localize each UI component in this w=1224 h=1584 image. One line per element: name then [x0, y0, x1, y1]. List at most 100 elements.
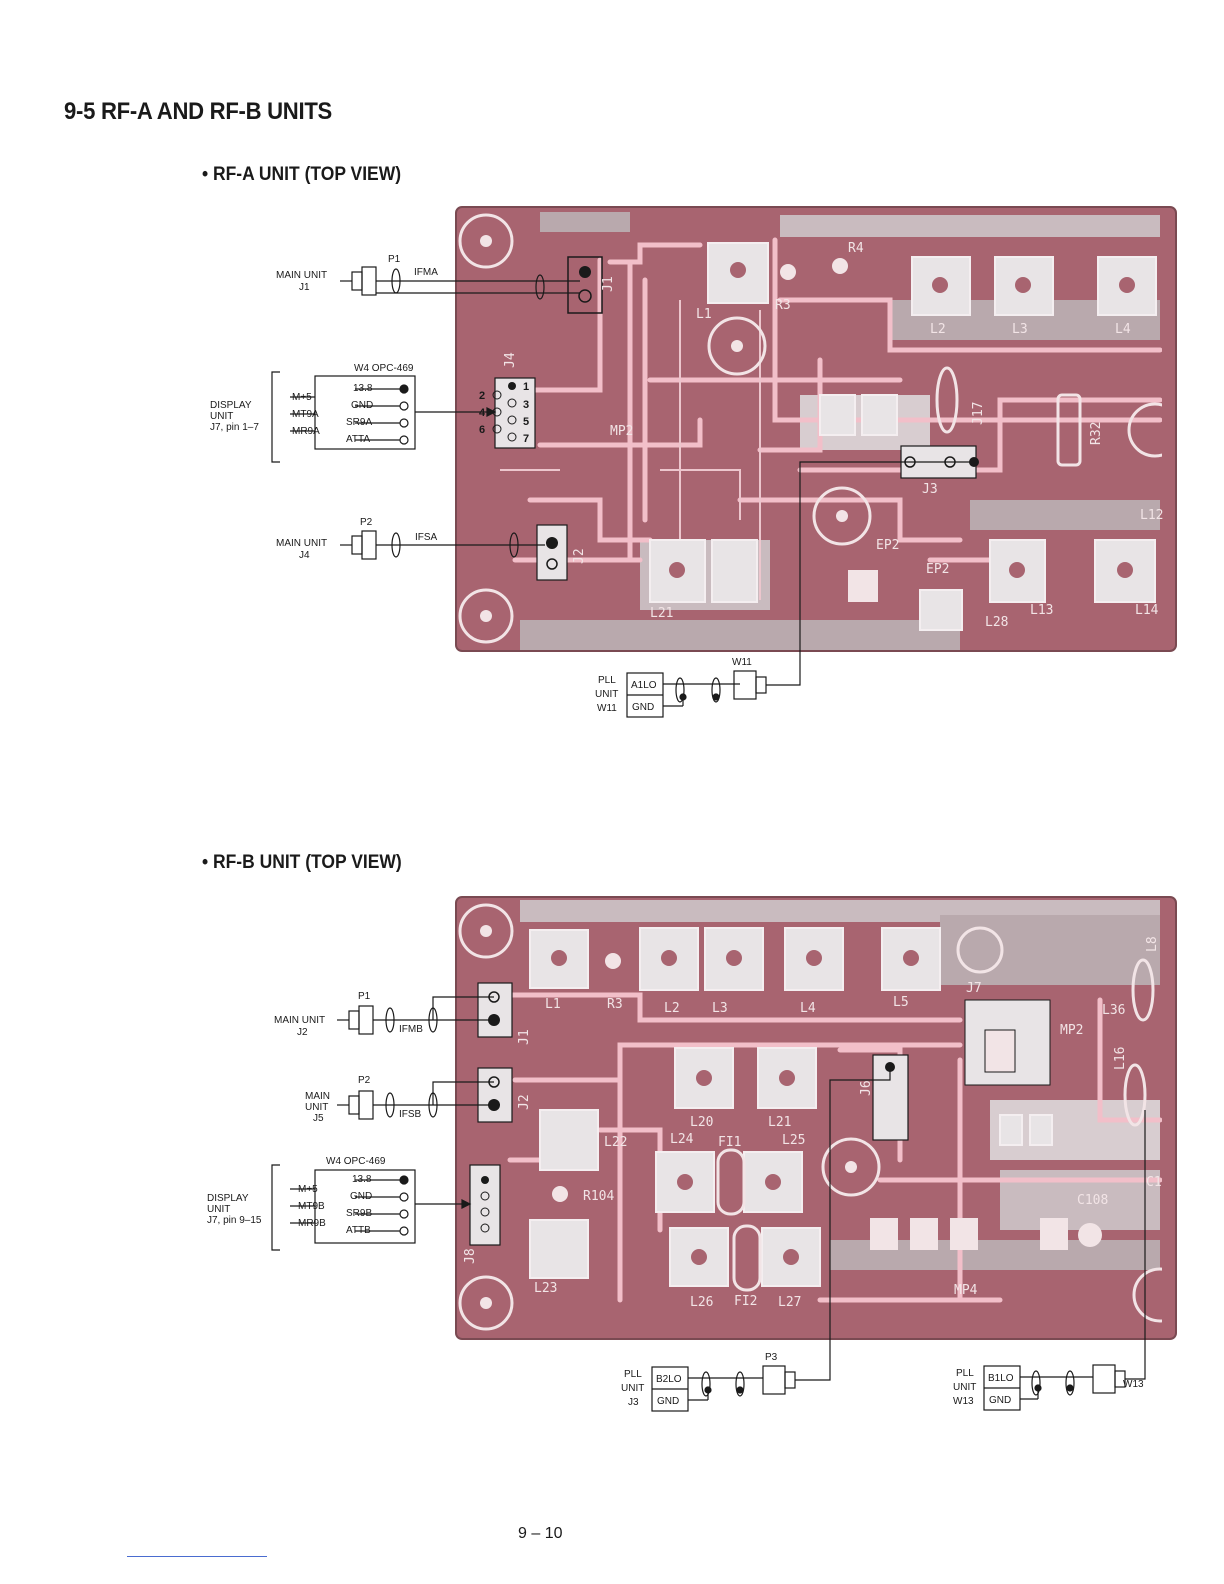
board-label: J4 — [503, 352, 518, 368]
pin-number: 6 — [479, 424, 485, 436]
board-label: MP4 — [954, 1283, 978, 1298]
p2-unit: UNIT — [305, 1102, 328, 1113]
board-label: MP2 — [1060, 1023, 1083, 1038]
w4-right-wire: 13.8 — [353, 383, 373, 394]
display-label: UNIT — [210, 411, 233, 422]
board-label: L4 — [800, 1001, 816, 1016]
pin-number: 2 — [479, 390, 485, 402]
p1-signal: IFMA — [414, 267, 438, 278]
rfb-board: J1 L1 R3 L2 L3 L4 L5 J7 L8 L36 MP2 J2 L1… — [455, 896, 1177, 1340]
display-label: J7, pin 1–7 — [210, 422, 259, 433]
board-label: L28 — [985, 615, 1008, 630]
p2-unit: MAIN — [305, 1091, 330, 1102]
w4-left-wire: M+5 — [292, 392, 312, 403]
p2-signal: IFSA — [415, 532, 438, 543]
board-label: R3 — [607, 997, 623, 1012]
board-label: J7 — [966, 981, 982, 996]
board-label: L3 — [1012, 322, 1028, 337]
footer-rule — [127, 1556, 267, 1557]
w13-signal: B1LO — [988, 1373, 1014, 1384]
w4-ref: W4 OPC-469 — [326, 1156, 386, 1167]
rfb-wiring — [271, 996, 1146, 1412]
w11-signal: A1LO — [631, 680, 657, 691]
board-label: EP2 — [876, 538, 899, 553]
board-label: L14 — [1135, 603, 1159, 618]
p3-unit: PLL — [624, 1369, 642, 1380]
board-label: L3 — [712, 1001, 728, 1016]
w11-ref: W11 — [732, 657, 752, 668]
pin-number: 3 — [523, 399, 529, 411]
board-label: L5 — [893, 995, 909, 1010]
rfa-labels: P1 MAIN UNIT J1 IFMA W4 OPC-469 DISPLAY … — [210, 254, 752, 714]
board-label: L26 — [690, 1295, 713, 1310]
w11-unit: UNIT — [595, 689, 618, 700]
p2-jack: J5 — [313, 1113, 324, 1124]
w4-left-wire: MT9A — [292, 409, 319, 420]
page-number: 9 – 10 — [518, 1525, 563, 1542]
board-label: L13 — [1030, 603, 1053, 618]
board-label: J1 — [601, 276, 616, 292]
board-label: J1 — [517, 1029, 532, 1045]
p3-signal: B2LO — [656, 1374, 682, 1385]
w4-left-wire: MR9A — [292, 426, 320, 437]
board-label: L1 — [545, 997, 561, 1012]
w13-ref: W13 — [1123, 1379, 1144, 1390]
w4-left-wire: MR9B — [298, 1218, 326, 1229]
p3-ref: P3 — [765, 1352, 778, 1363]
p3-unit: UNIT — [621, 1383, 644, 1394]
w11-gnd: GND — [632, 702, 654, 713]
p1-unit: MAIN UNIT — [274, 1015, 325, 1026]
p1-ref: P1 — [388, 254, 401, 265]
board-label: R104 — [583, 1189, 614, 1204]
board-label: R32 — [1089, 422, 1104, 445]
w4-right-wire: ATTB — [346, 1225, 371, 1236]
p3-gnd: GND — [657, 1396, 679, 1407]
w4-ref: W4 OPC-469 — [354, 363, 414, 374]
w4-left-wire: MT9B — [298, 1201, 325, 1212]
board-label: J2 — [517, 1094, 532, 1110]
board-label: L23 — [534, 1281, 557, 1296]
board-label: J2 — [572, 548, 587, 564]
board-label: L8 — [1145, 936, 1160, 952]
board-label: L21 — [650, 606, 673, 621]
w4-right-wire: ATTA — [346, 434, 370, 445]
rfa-board: J1 L1 R3 R4 L2 L3 L4 J4 MP2 J17 R32 J3 E… — [455, 206, 1177, 652]
w11-unit: W11 — [597, 703, 617, 714]
pin-number: 4 — [479, 407, 486, 419]
p2-unit: MAIN UNIT — [276, 538, 327, 549]
board-label: MP2 — [610, 424, 633, 439]
page-title: 9-5 RF-A AND RF-B UNITS — [64, 98, 333, 125]
display-label: DISPLAY — [207, 1193, 249, 1204]
p2-ref: P2 — [358, 1075, 371, 1086]
w4-right-wire: GND — [350, 1191, 372, 1202]
board-label: FI2 — [734, 1294, 757, 1309]
board-label: R3 — [775, 298, 791, 313]
rfa-wiring — [271, 266, 974, 718]
p1-unit: MAIN UNIT — [276, 270, 327, 281]
board-label: L2 — [930, 322, 946, 337]
rfb-heading: • RF-B UNIT (TOP VIEW) — [202, 852, 402, 873]
board-label: L16 — [1113, 1047, 1128, 1070]
display-label: J7, pin 9–15 — [207, 1215, 262, 1226]
board-label: L1 — [696, 307, 712, 322]
w4-left-wire: M+5 — [298, 1184, 318, 1195]
p2-jack: J4 — [299, 550, 310, 561]
p1-signal: IFMB — [399, 1024, 423, 1035]
board-label: L25 — [782, 1133, 805, 1148]
pin-number: 7 — [523, 433, 529, 445]
board-label: R4 — [848, 241, 864, 256]
w4-right-wire: SR9B — [346, 1208, 372, 1219]
board-label: L2 — [664, 1001, 680, 1016]
w13-unit: W13 — [953, 1396, 974, 1407]
display-label: UNIT — [207, 1204, 230, 1215]
w11-unit: PLL — [598, 675, 616, 686]
w13-gnd: GND — [989, 1395, 1011, 1406]
p1-jack: J1 — [299, 282, 310, 293]
board-label: C108 — [1077, 1193, 1108, 1208]
board-label: L27 — [778, 1295, 801, 1310]
display-label: DISPLAY — [210, 400, 252, 411]
board-label: J3 — [922, 482, 938, 497]
board-label: L21 — [768, 1115, 791, 1130]
board-label: L36 — [1102, 1003, 1125, 1018]
